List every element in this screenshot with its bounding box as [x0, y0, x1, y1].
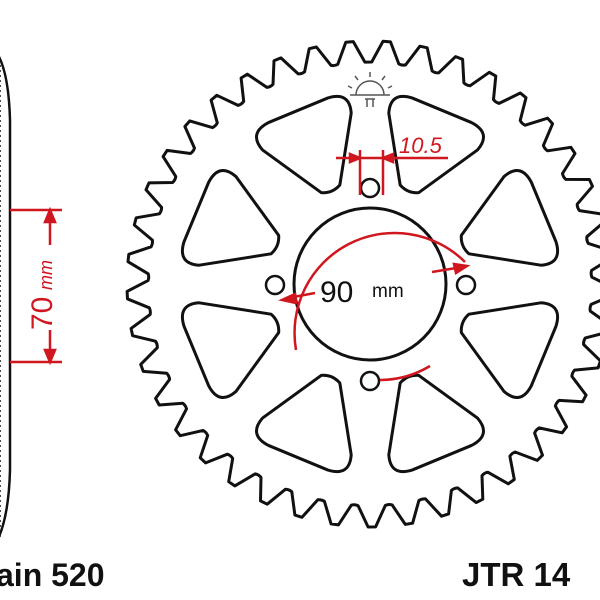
center-bore: [292, 206, 448, 362]
bolt-circle-unit: mm: [372, 281, 404, 302]
sprocket-side-profile: [0, 56, 12, 540]
lightening-hole: [387, 373, 485, 474]
lightening-hole: [180, 169, 281, 267]
bolt-hole-dimension: [336, 150, 448, 195]
bolt-hole: [359, 370, 381, 392]
lightening-hole: [387, 94, 485, 195]
part-number-label: JTR 14: [462, 556, 571, 593]
side-width-unit: mm: [36, 260, 56, 290]
bolt-circle-value: 90: [320, 276, 353, 309]
jt-sun-logo-icon: [347, 72, 393, 107]
chain-size-label: ain 520: [0, 557, 105, 593]
bolt-hole: [264, 274, 286, 296]
lightening-hole: [255, 373, 353, 474]
sprocket-teeth-outline: [125, 39, 600, 529]
side-width-dimension: [10, 206, 62, 366]
lightening-hole: [180, 301, 281, 399]
bolt-hole: [455, 274, 477, 296]
lightening-hole: [459, 169, 560, 267]
bolt-hole: [359, 177, 381, 199]
bolt-circle-dimension: [278, 231, 471, 382]
bolt-hole-value: 10.5: [399, 133, 443, 158]
lightening-hole: [255, 94, 353, 195]
side-width-value: 70: [26, 297, 59, 330]
lightening-hole: [459, 301, 560, 399]
